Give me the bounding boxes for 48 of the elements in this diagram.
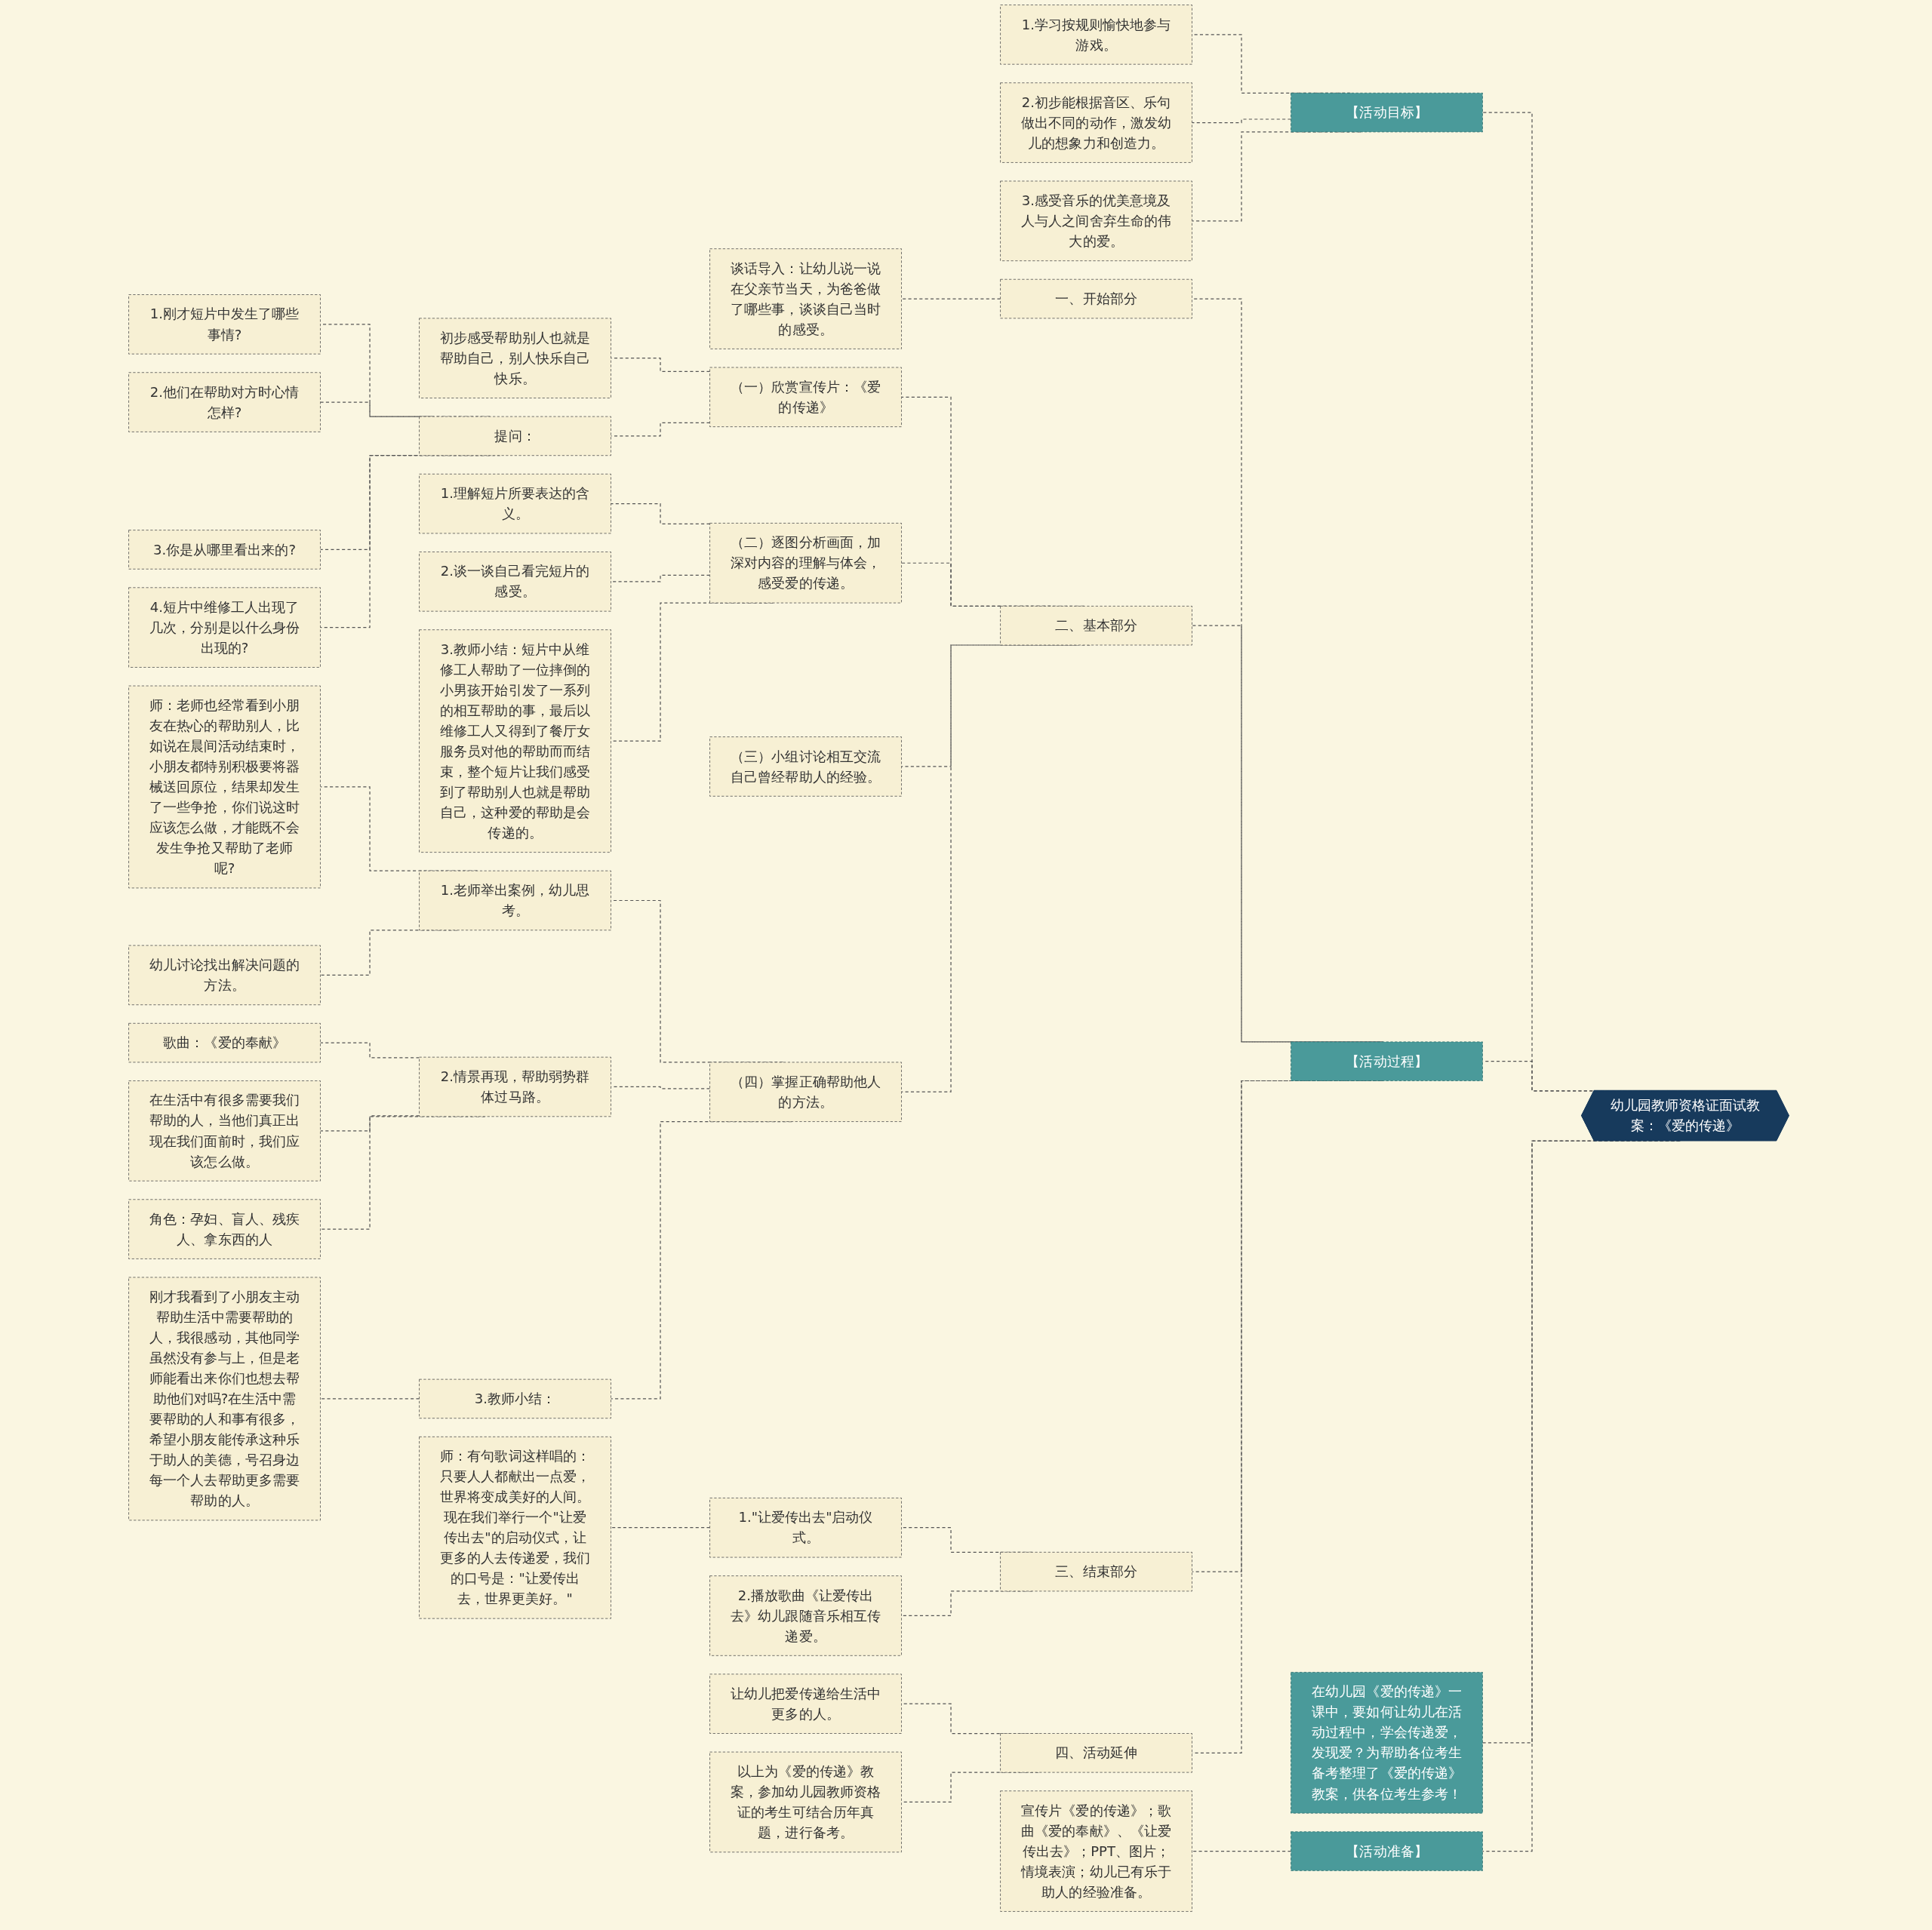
connector <box>319 1042 420 1059</box>
node-box: 3.你是从哪里看出来的? <box>128 530 321 570</box>
node-box: 3.教师小结：短片中从维修工人帮助了一位摔倒的小男孩开始引发了一系列的相互帮助的事，最后以维修工人又得到了餐厅女服务员对他的帮助而而结束，整个短片让我们感受到了帮助别人也就是帮助自己，这种爱的帮助是会传递的。 <box>418 629 611 853</box>
node-box: 1.老师举出案例，幼儿思考。 <box>418 870 611 931</box>
node-box: 【活动目标】 <box>1290 92 1483 133</box>
node-box: 3.教师小结： <box>418 1378 611 1419</box>
node-box: 师：有句歌词这样唱的：只要人人都献出一点爱，世界将变成美好的人间。现在我们举行一个"让爱传出去"的启动仪式，让更多的人去传递爱，我们的口号是："让爱传出去，世界更美好。" <box>418 1436 611 1619</box>
node-box: 宣传片《爱的传递》；歌曲《爱的奉献》、《让爱传出去》；PPT、图片；情境表演；幼儿已有乐于助人的经验准备。 <box>999 1790 1192 1912</box>
node-box: 四、活动延伸 <box>999 1733 1192 1773</box>
node-box: 在幼儿园《爱的传递》一课中，要如何让幼儿在活动过程中，学会传递爱，发现爱？为帮助各位考生备考整理了《爱的传递》教案，供各位考生参考！ <box>1290 1672 1483 1814</box>
node-box: 1.理解短片所要表达的含义。 <box>418 473 611 534</box>
node-box: 2.播放歌曲《让爱传出去》幼儿跟随音乐相互传递爱。 <box>709 1575 902 1656</box>
node-box: 谈话导入：让幼儿说一说在父亲节当天，为爸爸做了哪些事，谈谈自己当时的感受。 <box>709 248 902 349</box>
node-box: 1.刚才短片中发生了哪些事情? <box>128 294 321 355</box>
connector <box>319 1398 420 1400</box>
node-box: 2.情景再现，帮助弱势群体过马路。 <box>418 1056 611 1117</box>
node-box: 1."让爱传出去"启动仪式。 <box>709 1498 902 1558</box>
node-box: 二、基本部分 <box>999 605 1192 646</box>
node-box: 师：老师也经常看到小朋友在热心的帮助别人，比如说在晨间活动结束时，小朋友都特别积极要将器械送回原位，结果却发生了一些争抢，你们说这时应该怎么做，才能既不会发生争抢又帮助了老师呢? <box>128 685 321 889</box>
connector <box>610 503 710 524</box>
connector <box>610 1527 710 1529</box>
node-box: （四）掌握正确帮助他人的方法。 <box>709 1062 902 1122</box>
node-box: 让幼儿把爱传递给生活中更多的人。 <box>709 1673 902 1734</box>
node-box: 一、开始部分 <box>999 278 1192 319</box>
node-box: 2.初步能根据音区、乐句做出不同的动作，激发幼儿的想象力和创造力。 <box>999 82 1192 163</box>
node-box: （二）逐图分析画面，加深对内容的理解与体会，感受爱的传递。 <box>709 523 902 604</box>
node-box: 4.短片中维修工人出现了几次，分别是以什么身份出现的? <box>128 587 321 668</box>
node-box: 刚才我看到了小朋友主动帮助生活中需要帮助的人，我很感动，其他同学虽然没有参与上，但是老师能看出来你们也想去帮助他们对吗?在生活中需要帮助的人和事有很多，希望小朋友能传承这种乐于助人的美德，号召身边每一个人去帮助更多需要帮助的人。 <box>128 1277 321 1521</box>
node-box: 三、结束部分 <box>999 1551 1192 1592</box>
node-box: 1.学习按规则愉快地参与游戏。 <box>999 5 1192 65</box>
node-box: 3.感受音乐的优美意境及人与人之间舍弃生命的伟大的爱。 <box>999 180 1192 262</box>
node-box: 2.谈一谈自己看完短片的感受。 <box>418 552 611 612</box>
node-box: 以上为《爱的传递》教案，参加幼儿园教师资格证的考生可结合历年真题，进行备考。 <box>709 1751 902 1853</box>
connector <box>1191 118 1291 124</box>
node-box: 初步感受帮助别人也就是帮助自己，别人快乐自己快乐。 <box>418 318 611 398</box>
node-box: 在生活中有很多需要我们帮助的人，当他们真正出现在我们面前时，我们应该怎么做。 <box>128 1080 321 1182</box>
connector <box>900 298 1001 300</box>
node-box: （三）小组讨论相互交流自己曾经帮助人的经验。 <box>709 736 902 797</box>
node-box: 幼儿讨论找出解决问题的方法。 <box>128 945 321 1006</box>
connector <box>1191 1850 1291 1852</box>
node-box: 歌曲：《爱的奉献》 <box>128 1022 321 1063</box>
node-box: 【活动过程】 <box>1290 1041 1483 1081</box>
node-box: 2.他们在帮助对方时心情怎样? <box>128 372 321 432</box>
node-box: （一）欣赏宣传片：《爱的传递》 <box>709 367 902 428</box>
node-box: 【活动准备】 <box>1290 1831 1483 1871</box>
node-box: 提问： <box>418 416 611 456</box>
node-box: 角色：孕妇、盲人、残疾人、拿东西的人 <box>128 1199 321 1259</box>
connector <box>319 1115 420 1132</box>
